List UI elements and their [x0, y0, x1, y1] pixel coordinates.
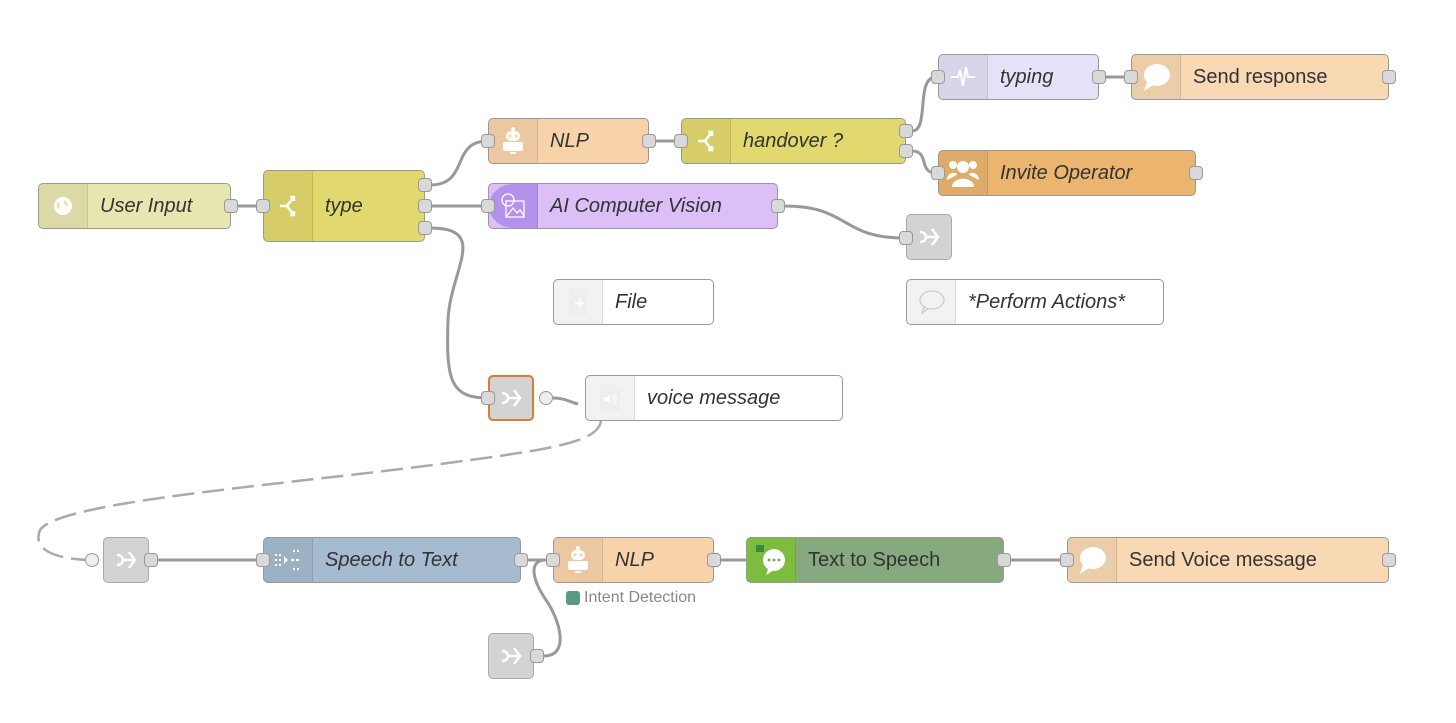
wire-link-voicecomment [552, 396, 579, 406]
output-port[interactable] [642, 134, 656, 148]
speech-bubble-icon [1132, 55, 1181, 99]
output-port[interactable] [1382, 70, 1396, 84]
output-port-1[interactable] [418, 178, 432, 192]
output-port-2[interactable] [418, 199, 432, 213]
node-status: Intent Detection [566, 589, 696, 607]
link-icon [501, 647, 522, 665]
output-port[interactable] [707, 553, 721, 567]
switch-icon [264, 171, 313, 241]
input-port[interactable] [1124, 70, 1138, 84]
node-handover-switch[interactable]: handover ? [681, 118, 906, 164]
wire-link2-nlp[interactable] [532, 558, 562, 658]
robot-icon [489, 119, 538, 163]
virtual-link-port[interactable] [85, 553, 99, 567]
audio-file-icon [586, 376, 635, 420]
node-label: Text to Speech [808, 548, 941, 571]
input-port[interactable] [931, 70, 945, 84]
output-port[interactable] [1092, 70, 1106, 84]
node-label: voice message [647, 386, 781, 409]
output-port-1[interactable] [899, 124, 913, 138]
input-port[interactable] [256, 199, 270, 213]
output-port[interactable] [771, 199, 785, 213]
node-invite-operator[interactable]: Invite Operator [938, 150, 1196, 196]
globe-icon [39, 184, 88, 228]
node-label: AI Computer Vision [550, 194, 722, 217]
node-label: File [615, 290, 648, 313]
node-label: Speech to Text [325, 548, 458, 571]
input-port[interactable] [256, 553, 270, 567]
node-perform-actions-comment[interactable]: *Perform Actions* [906, 279, 1164, 325]
robot-icon [554, 538, 603, 582]
node-text-to-speech[interactable]: Text to Speech [746, 537, 1004, 583]
input-port[interactable] [546, 553, 560, 567]
node-send-voice-message[interactable]: Send Voice message [1067, 537, 1389, 583]
input-port[interactable] [931, 166, 945, 180]
status-dot [566, 591, 580, 605]
node-nlp[interactable]: NLP [488, 118, 649, 164]
link-out-node[interactable] [488, 633, 534, 679]
node-label: *Perform Actions* [968, 290, 1126, 313]
wire-handover-typing[interactable] [911, 75, 937, 133]
wire-virtual-link [37, 419, 603, 562]
pulse-icon [939, 55, 988, 99]
node-label: NLP [550, 129, 589, 152]
speech-bubble-icon [1068, 538, 1117, 582]
output-port[interactable] [514, 553, 528, 567]
wire-type-link[interactable] [429, 226, 489, 400]
node-label: type [325, 194, 363, 217]
node-user-input[interactable]: User Input [38, 183, 231, 229]
node-label: typing [1000, 65, 1054, 88]
node-send-response[interactable]: Send response [1131, 54, 1389, 100]
status-text: Intent Detection [584, 589, 697, 606]
node-voice-message-comment[interactable]: voice message [585, 375, 843, 421]
users-icon [939, 151, 988, 195]
input-port[interactable] [481, 391, 495, 405]
virtual-link-port[interactable] [539, 391, 553, 405]
output-port-3[interactable] [418, 221, 432, 235]
node-label: Send response [1193, 65, 1328, 88]
link-icon [501, 389, 522, 407]
node-file-comment[interactable]: File [553, 279, 714, 325]
image-analysis-icon [489, 184, 538, 228]
link-in-node[interactable] [103, 537, 149, 583]
wire-type-nlp[interactable] [429, 139, 489, 187]
wire-vision-link[interactable] [783, 204, 905, 240]
switch-icon [682, 119, 731, 163]
link-icon [919, 228, 940, 246]
output-port[interactable] [1189, 166, 1203, 180]
link-out-node[interactable] [906, 214, 952, 260]
input-port[interactable] [481, 134, 495, 148]
input-port[interactable] [1060, 553, 1074, 567]
output-port[interactable] [224, 199, 238, 213]
comment-icon [907, 280, 956, 324]
output-port[interactable] [530, 649, 544, 663]
file-icon [554, 280, 603, 324]
node-label: NLP [615, 548, 654, 571]
node-nlp-intent[interactable]: NLP [553, 537, 714, 583]
node-type-switch[interactable]: type [263, 170, 425, 242]
node-label: User Input [100, 194, 193, 217]
output-port[interactable] [144, 553, 158, 567]
input-port[interactable] [481, 199, 495, 213]
input-port[interactable] [899, 231, 913, 245]
node-label: Invite Operator [1000, 161, 1133, 184]
node-label: handover ? [743, 129, 844, 152]
output-port[interactable] [997, 553, 1011, 567]
link-icon [116, 551, 137, 569]
output-port[interactable] [1382, 553, 1396, 567]
speech-to-text-icon [264, 538, 313, 582]
output-port-2[interactable] [899, 144, 913, 158]
input-port[interactable] [674, 134, 688, 148]
node-typing[interactable]: typing [938, 54, 1099, 100]
chat-dots-icon [747, 538, 796, 582]
node-speech-to-text[interactable]: Speech to Text [263, 537, 521, 583]
node-label: Send Voice message [1129, 548, 1317, 571]
node-ai-computer-vision[interactable]: AI Computer Vision [488, 183, 778, 229]
